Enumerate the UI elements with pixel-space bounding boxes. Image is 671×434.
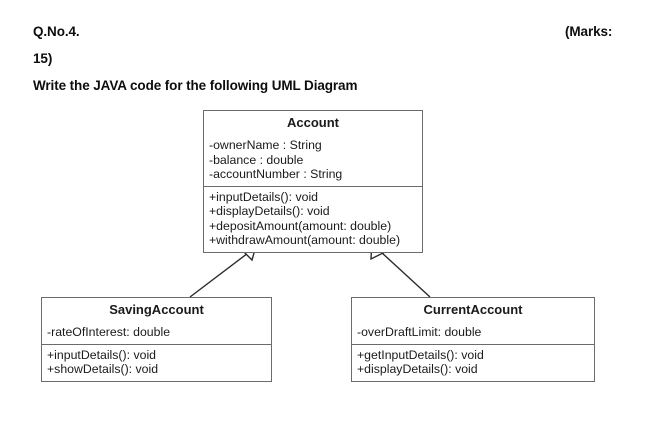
question-marks-label: (Marks: [565, 24, 613, 39]
method-row: +depositAmount(amount: double) [209, 218, 392, 233]
method-row: +showDetails(): void [47, 362, 159, 376]
method-row: +inputDetails(): void [47, 347, 157, 362]
methods-compartment-savingaccount: +inputDetails(): void +showDetails(): vo… [42, 343, 271, 381]
uml-class-account[interactable]: Account -ownerName : String -balance : d… [203, 110, 423, 253]
uml-class-currentaccount[interactable]: CurrentAccount -overDraftLimit: double +… [351, 297, 595, 382]
question-marks-value: 15) [33, 51, 53, 66]
attribute-row: -accountNumber : String [209, 167, 343, 181]
attribute-row: -ownerName : String [209, 138, 322, 152]
class-name-account: Account [287, 115, 339, 130]
attributes-compartment-currentaccount: -overDraftLimit: double [352, 322, 594, 344]
uml-class-savingaccount[interactable]: SavingAccount -rateOfInterest: double +i… [41, 297, 272, 382]
attributes-compartment-savingaccount: -rateOfInterest: double [42, 322, 271, 344]
attributes-compartment-account: -ownerName : String -balance : double -a… [204, 135, 422, 186]
methods-compartment-currentaccount: +getInputDetails(): void +displayDetails… [352, 343, 594, 381]
method-row: +inputDetails(): void [209, 189, 319, 204]
class-name-savingaccount: SavingAccount [109, 302, 204, 317]
attribute-row: -balance : double [209, 152, 304, 167]
generalization-line-right [380, 251, 431, 298]
attribute-row: -rateOfInterest: double [47, 325, 171, 339]
question-number: Q.No.4. [33, 24, 80, 39]
methods-compartment-account: +inputDetails(): void +displayDetails():… [204, 185, 422, 252]
generalization-line-left [189, 249, 253, 298]
method-row: +displayDetails(): void [209, 204, 330, 218]
attribute-row: -overDraftLimit: double [357, 325, 482, 339]
method-row: +withdrawAmount(amount: double) [209, 233, 401, 247]
method-row: +displayDetails(): void [357, 362, 478, 376]
question-instruction: Write the JAVA code for the following UM… [33, 78, 358, 93]
class-name-currentaccount: CurrentAccount [423, 302, 523, 317]
method-row: +getInputDetails(): void [357, 347, 484, 362]
